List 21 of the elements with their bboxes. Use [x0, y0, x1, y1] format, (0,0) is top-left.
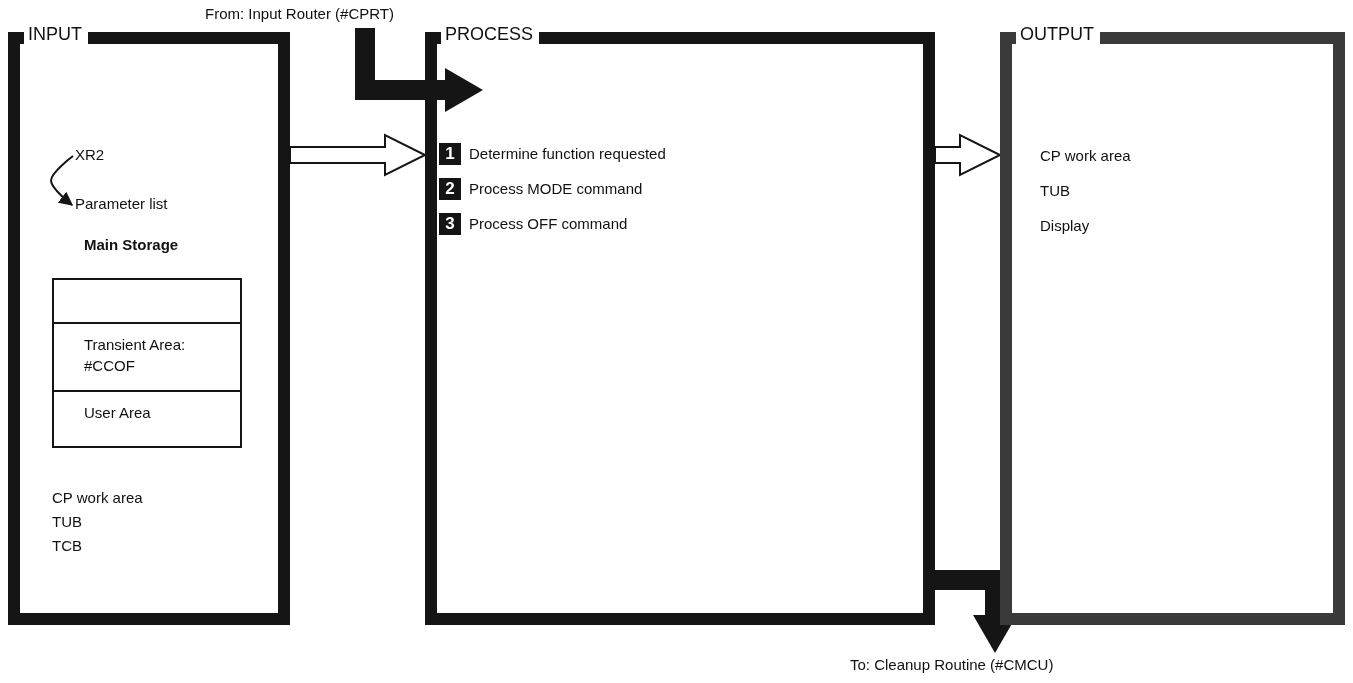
step-number-badge: 2 — [439, 178, 461, 200]
table-heading: Main Storage — [84, 236, 179, 253]
step-number-badge: 1 — [439, 143, 461, 165]
cell-text: Transient Area: #CCOF — [84, 335, 187, 376]
data-area-label: TCB — [52, 536, 82, 556]
data-area-label: CP work area — [1040, 146, 1131, 166]
step-number-badge: 3 — [439, 213, 461, 235]
step-text: Process OFF command — [469, 214, 628, 234]
data-area-label: CP work area — [52, 488, 143, 508]
arrow — [934, 133, 1003, 177]
step-text: Process MODE command — [469, 179, 643, 199]
data-area-label: TUB — [1040, 181, 1070, 201]
cell-text: User Area — [84, 403, 151, 423]
data-area-label: Display — [1040, 216, 1090, 236]
arrow — [289, 133, 428, 177]
arrow — [50, 155, 74, 206]
storage-item-label: Parameter list — [75, 194, 215, 216]
storage-item-label: XR2 — [75, 145, 125, 167]
step-text: Determine function requested — [469, 144, 666, 164]
data-area-label: TUB — [52, 512, 82, 532]
routine-label: To: Cleanup Routine (#CMCU) — [850, 655, 1120, 677]
